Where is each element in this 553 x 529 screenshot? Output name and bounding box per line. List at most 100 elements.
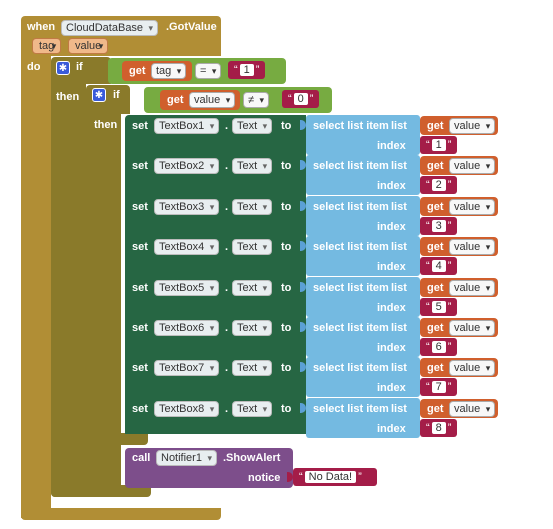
select-list-item-keyword: select list item — [313, 362, 389, 374]
inner-get-var-dropdown[interactable]: value — [189, 92, 236, 108]
set-component-dropdown[interactable]: TextBox6 — [154, 320, 220, 336]
notifier-component-dropdown[interactable]: Notifier1 — [156, 450, 217, 466]
set-property-dropdown[interactable]: Text — [232, 158, 273, 174]
param-value[interactable]: value — [68, 38, 109, 54]
dot-separator: . — [225, 160, 229, 172]
get-var-dropdown[interactable]: value — [449, 360, 496, 376]
set-component-dropdown[interactable]: TextBox1 — [154, 118, 220, 134]
select-list-item-block[interactable] — [306, 196, 420, 236]
to-keyword: to — [281, 120, 292, 132]
get-var-dropdown[interactable]: value — [449, 158, 496, 174]
index-string[interactable]: “4” — [420, 257, 458, 275]
outer-if-keyword: if — [76, 61, 83, 73]
select-list-item-keyword: select list item — [313, 120, 389, 132]
outer-then-keyword: then — [56, 91, 80, 103]
to-socket — [300, 241, 306, 251]
outer-get-var-dropdown[interactable]: tag — [151, 63, 187, 79]
dot-separator: . — [225, 362, 229, 374]
set-property-dropdown[interactable]: Text — [232, 320, 273, 336]
to-socket — [300, 282, 306, 292]
inner-then-keyword: then — [94, 119, 118, 131]
select-list-item-block[interactable] — [306, 317, 420, 357]
index-param-label: index — [377, 342, 406, 354]
select-list-item-keyword: select list item — [313, 160, 389, 172]
set-keyword: set — [132, 160, 148, 172]
dot-separator: . — [225, 241, 229, 253]
inner-if-keyword: if — [113, 89, 120, 101]
set-keyword: set — [132, 120, 148, 132]
get-var-dropdown[interactable]: value — [449, 401, 496, 417]
do-keyword: do — [27, 61, 41, 73]
call-method: .ShowAlert — [223, 452, 281, 464]
to-socket — [300, 160, 306, 170]
set-keyword: set — [132, 282, 148, 294]
notice-string[interactable]: “No Data!” — [293, 468, 377, 486]
set-component-dropdown[interactable]: TextBox8 — [154, 401, 220, 417]
get-keyword: get — [427, 362, 444, 374]
set-component-dropdown[interactable]: TextBox2 — [154, 158, 220, 174]
select-list-item-block[interactable] — [306, 398, 420, 438]
select-list-item-block[interactable] — [306, 236, 420, 276]
set-property-dropdown[interactable]: Text — [232, 118, 273, 134]
to-socket — [300, 403, 306, 413]
index-param-label: index — [377, 423, 406, 435]
event-method: .GotValue — [166, 21, 217, 33]
index-param-label: index — [377, 382, 406, 394]
set-property-dropdown[interactable]: Text — [232, 280, 273, 296]
get-keyword: get — [427, 160, 444, 172]
get-keyword: get — [427, 201, 444, 213]
index-param-label: index — [377, 261, 406, 273]
index-string[interactable]: “8” — [420, 419, 458, 437]
set-property-dropdown[interactable]: Text — [232, 360, 273, 376]
get-keyword: get — [427, 241, 444, 253]
set-component-dropdown[interactable]: TextBox5 — [154, 280, 220, 296]
to-socket — [300, 120, 306, 130]
index-string[interactable]: “1” — [420, 136, 458, 154]
list-param-label: list — [391, 120, 407, 132]
set-component-dropdown[interactable]: TextBox7 — [154, 360, 220, 376]
set-keyword: set — [132, 201, 148, 213]
set-property-dropdown[interactable]: Text — [232, 199, 273, 215]
set-property-dropdown[interactable]: Text — [232, 239, 273, 255]
to-keyword: to — [281, 322, 292, 334]
to-keyword: to — [281, 160, 292, 172]
select-list-item-block[interactable] — [306, 357, 420, 397]
get-var-dropdown[interactable]: value — [449, 199, 496, 215]
outer-get-keyword: get — [129, 65, 146, 77]
set-property-dropdown[interactable]: Text — [232, 401, 273, 417]
to-socket — [300, 201, 306, 211]
get-var-dropdown[interactable]: value — [449, 280, 496, 296]
set-component-dropdown[interactable]: TextBox3 — [154, 199, 220, 215]
dot-separator: . — [225, 282, 229, 294]
get-keyword: get — [427, 120, 444, 132]
get-var-dropdown[interactable]: value — [449, 239, 496, 255]
select-list-item-block[interactable] — [306, 115, 420, 155]
get-var-dropdown[interactable]: value — [449, 320, 496, 336]
index-param-label: index — [377, 221, 406, 233]
select-list-item-block[interactable] — [306, 277, 420, 317]
component-dropdown[interactable]: CloudDataBase — [61, 20, 159, 36]
inner-op-dropdown[interactable]: ≠ — [243, 92, 270, 108]
set-component-dropdown[interactable]: TextBox4 — [154, 239, 220, 255]
get-keyword: get — [427, 322, 444, 334]
get-var-dropdown[interactable]: value — [449, 118, 496, 134]
outer-if-gear-icon[interactable]: ✱ — [56, 61, 70, 75]
to-keyword: to — [281, 403, 292, 415]
index-string[interactable]: “7” — [420, 378, 458, 396]
index-string[interactable]: “5” — [420, 298, 458, 316]
index-param-label: index — [377, 140, 406, 152]
index-string[interactable]: “6” — [420, 338, 458, 356]
index-string[interactable]: “3” — [420, 217, 458, 235]
inner-string-0[interactable]: “0” — [282, 90, 320, 108]
outer-op-dropdown[interactable]: = — [195, 63, 222, 79]
list-param-label: list — [391, 201, 407, 213]
param-tag[interactable]: tag — [32, 38, 62, 54]
index-param-label: index — [377, 180, 406, 192]
list-param-label: list — [391, 282, 407, 294]
select-list-item-block[interactable] — [306, 155, 420, 195]
inner-if-gear-icon[interactable]: ✱ — [92, 88, 106, 102]
outer-string-1[interactable]: “1” — [228, 61, 266, 79]
get-keyword: get — [427, 282, 444, 294]
set-keyword: set — [132, 322, 148, 334]
index-string[interactable]: “2” — [420, 176, 458, 194]
